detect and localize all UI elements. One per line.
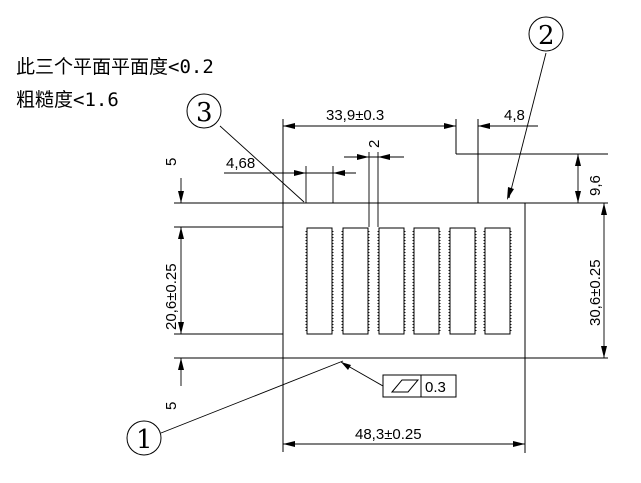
slot (306, 227, 333, 335)
flatness-frame: 0.3 (340, 361, 457, 398)
dim-top-width: 33,9±0.3 (283, 107, 456, 129)
svg-text:0.3: 0.3 (425, 379, 446, 396)
svg-text:30,6±0.25: 30,6±0.25 (587, 259, 604, 326)
part-outline (174, 119, 608, 453)
svg-text:5: 5 (163, 158, 180, 166)
dim-inner-height: 20,6±0.25 (163, 227, 184, 334)
slot (449, 227, 476, 335)
svg-text:5: 5 (163, 402, 180, 410)
svg-text:4,68: 4,68 (226, 155, 255, 172)
svg-text:1: 1 (136, 425, 153, 455)
svg-text:9,6: 9,6 (587, 175, 604, 196)
slot (378, 227, 405, 335)
flatness-note: 此三个平面平面度<0.2 (16, 56, 214, 78)
svg-text:48,3±0.25: 48,3±0.25 (355, 426, 422, 443)
callout-balloon-2: 2 (507, 16, 564, 200)
slot-row (305, 227, 512, 335)
roughness-note: 粗糙度<1.6 (16, 89, 119, 111)
svg-text:2: 2 (366, 140, 383, 148)
svg-text:20,6±0.25: 20,6±0.25 (163, 263, 180, 330)
dim-top-margin: 5 (163, 158, 184, 236)
flatness-parallelogram-icon (390, 379, 420, 393)
slot (484, 227, 511, 335)
dim-step-width: 4,8 (478, 107, 538, 129)
svg-text:4,8: 4,8 (504, 107, 525, 124)
svg-text:33,9±0.3: 33,9±0.3 (326, 107, 384, 124)
dim-slot-pitch: 4,68 (224, 155, 356, 203)
svg-text:3: 3 (196, 98, 213, 128)
slot (413, 227, 440, 335)
svg-text:2: 2 (538, 21, 555, 51)
dim-step-height: 9,6 (575, 154, 604, 203)
dim-total-width: 48,3±0.25 (283, 426, 525, 447)
callout-balloon-3: 3 (186, 93, 305, 203)
slot (342, 227, 369, 335)
callout-balloon-1: 1 (126, 360, 344, 456)
dim-bottom-margin: 5 (163, 358, 184, 410)
dim-slot-width: 2 (344, 140, 404, 227)
dim-outer-height: 30,6±0.25 (587, 203, 607, 358)
